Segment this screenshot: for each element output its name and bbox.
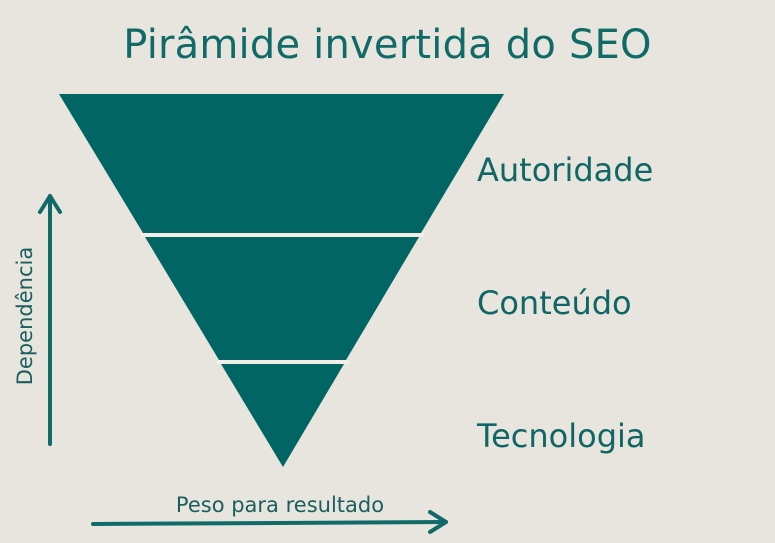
page-title: Pirâmide invertida do SEO	[123, 22, 652, 68]
arrow-right-icon	[91, 510, 448, 534]
layer-label-autoridade: Autoridade	[477, 151, 653, 189]
layer-label-tecnologia: Tecnologia	[476, 417, 646, 455]
axis-label-dependencia: Dependência	[13, 247, 37, 385]
arrow-up-icon	[38, 194, 62, 446]
axis-label-peso: Peso para resultado	[176, 493, 384, 517]
pyramid-layer-autoridade	[59, 94, 504, 233]
pyramid-layer-conteudo	[145, 237, 419, 360]
layer-label-conteudo: Conteúdo	[477, 284, 632, 322]
pyramid-layer-tecnologia	[221, 364, 344, 467]
